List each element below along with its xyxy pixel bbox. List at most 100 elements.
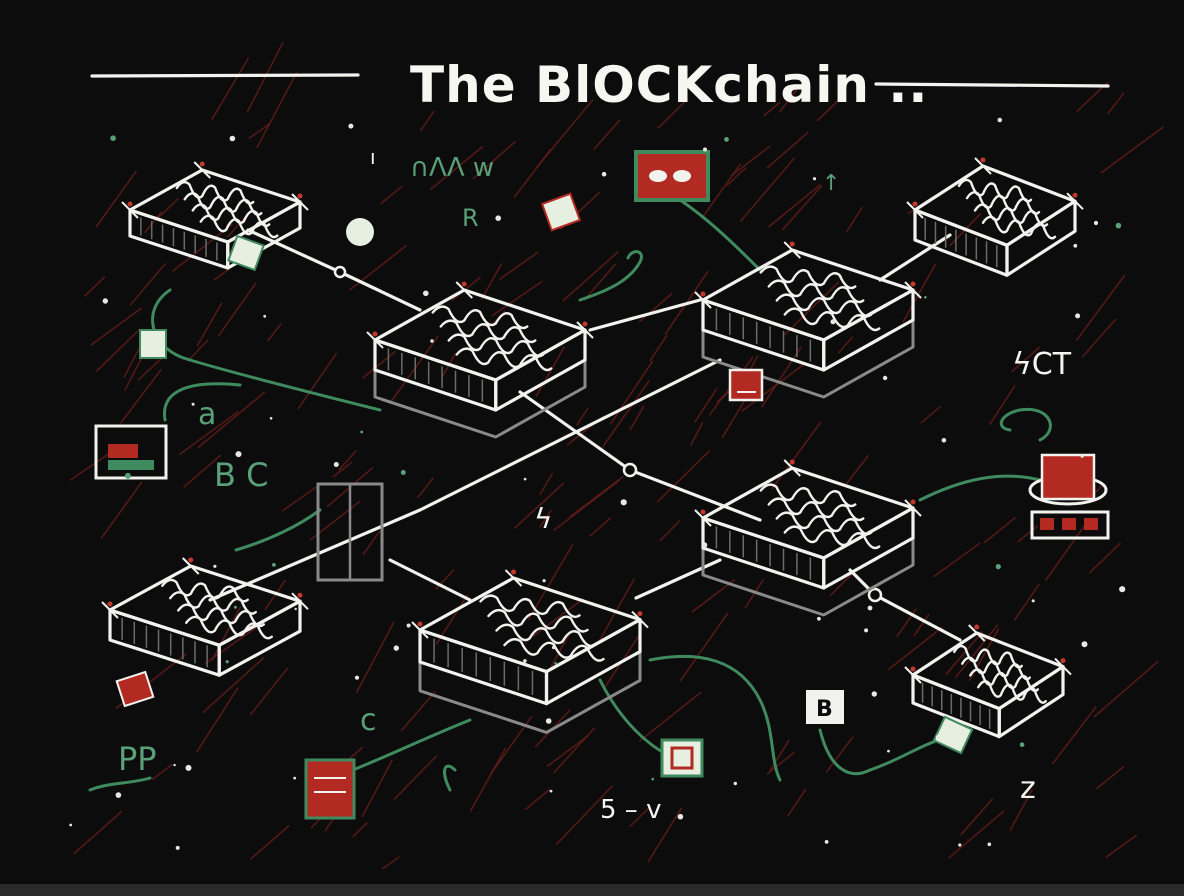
hatch-stroke <box>513 148 552 198</box>
hatch-stroke <box>920 405 942 424</box>
hatch-stroke <box>1093 660 1159 718</box>
link-d <box>208 358 722 602</box>
thread-3 <box>678 198 762 272</box>
hatch-stroke <box>535 346 566 398</box>
b-box-label: B <box>816 697 833 722</box>
block-data-wave <box>981 215 1057 240</box>
small-tags <box>139 192 974 755</box>
hatch-stroke <box>246 41 284 113</box>
hatch-stroke <box>338 449 357 471</box>
hatch-stroke <box>726 167 747 187</box>
hatch-stroke <box>760 346 802 408</box>
hatch-stroke <box>1044 518 1090 582</box>
block-data-wave <box>767 497 865 522</box>
hatch-stroke <box>151 763 174 781</box>
hatch-stroke <box>83 276 106 298</box>
block-lower-slab <box>373 357 587 439</box>
block-corner-mark <box>576 321 594 339</box>
link-b <box>588 298 702 332</box>
block-corner-mark <box>366 331 384 349</box>
hatch-stroke <box>741 363 806 412</box>
block-data-wave <box>495 623 597 648</box>
hatch-stroke <box>381 856 400 870</box>
block-data-wave <box>775 293 873 318</box>
icon-b-box: B <box>806 690 844 724</box>
chalk-dot <box>269 417 273 420</box>
hatch-stroke <box>730 145 771 177</box>
square-icon-inner <box>670 746 694 770</box>
block-data-wave <box>455 347 553 372</box>
hatch-stroke <box>1081 318 1117 358</box>
hatch-stroke <box>355 621 395 694</box>
block-corner-dot <box>910 281 916 287</box>
chalk-dot <box>601 171 607 177</box>
label-z: z <box>1020 771 1036 806</box>
hatch-stroke <box>629 807 650 828</box>
block-corner-mark <box>101 601 119 619</box>
hatch-stroke <box>771 421 822 490</box>
block-corner-dot <box>417 621 423 627</box>
hatch-stroke <box>887 626 943 671</box>
thread-9 <box>648 654 782 782</box>
hatch-stroke <box>589 517 612 537</box>
chalk-dot <box>620 499 627 506</box>
link-node-g <box>867 587 883 603</box>
hatch-stroke <box>1051 705 1097 765</box>
hatch-stroke <box>679 612 729 682</box>
label-tick: ↑ <box>822 171 840 196</box>
block-corner-dot <box>974 624 980 630</box>
hatch-stroke <box>783 281 840 336</box>
block-corner-dot <box>912 201 918 207</box>
hatch-stroke <box>647 807 683 863</box>
hatch-stroke <box>1100 126 1164 174</box>
tag-4-icon <box>540 192 582 232</box>
label-top-letters: ∩ΛΛ w <box>410 153 494 183</box>
hatch-stroke <box>352 821 368 838</box>
hatch-stroke <box>73 810 123 855</box>
block-data-wave <box>487 608 589 633</box>
square-icon <box>660 738 704 778</box>
chalk-dot <box>703 147 707 152</box>
block-corner-mark <box>291 592 309 610</box>
chalk-dot <box>551 645 556 650</box>
hatch-stroke <box>1105 834 1138 859</box>
block-data-wave <box>479 594 581 619</box>
drum-icon-slot-3 <box>1084 518 1098 530</box>
hatch-stroke <box>778 84 801 113</box>
block-data-wave <box>199 214 279 239</box>
bottom-strip <box>0 884 1184 896</box>
chalk-dot <box>354 675 360 680</box>
chalk-dot <box>110 135 116 141</box>
chalk-dot <box>651 777 654 781</box>
block-corner-dot <box>700 509 706 515</box>
hatch-stroke <box>451 276 482 302</box>
chalk-dot <box>824 840 829 844</box>
chalk-dot <box>430 339 434 343</box>
chalk-dot <box>1081 641 1088 648</box>
hatch-stroke <box>700 163 742 220</box>
chalk-dot <box>867 605 873 611</box>
chalk-dot <box>294 607 297 611</box>
block-corner-dot <box>107 601 113 607</box>
chalk-dot <box>1093 220 1099 226</box>
label-r: R <box>462 204 479 232</box>
label-pp: PP <box>118 740 157 778</box>
hatch-stroke <box>546 735 589 768</box>
hatch-stroke <box>1011 346 1041 373</box>
block-corner-mark <box>694 291 712 309</box>
chalk-dot <box>924 296 927 299</box>
thread-4 <box>578 250 643 302</box>
hatch-stroke <box>183 454 222 488</box>
block-corner-dot <box>637 611 643 617</box>
chalk-dot <box>987 842 992 847</box>
chalk-dot <box>677 813 684 820</box>
thread-1 <box>151 288 382 412</box>
icon-card <box>728 368 764 402</box>
chalk-dot <box>233 605 237 609</box>
chalk-dot <box>997 117 1003 123</box>
hatch-stroke <box>100 481 143 539</box>
chalk-dot <box>229 135 236 142</box>
block-corner-mark <box>968 624 986 642</box>
thread-5 <box>918 474 1042 502</box>
block-data-wave <box>775 511 873 536</box>
